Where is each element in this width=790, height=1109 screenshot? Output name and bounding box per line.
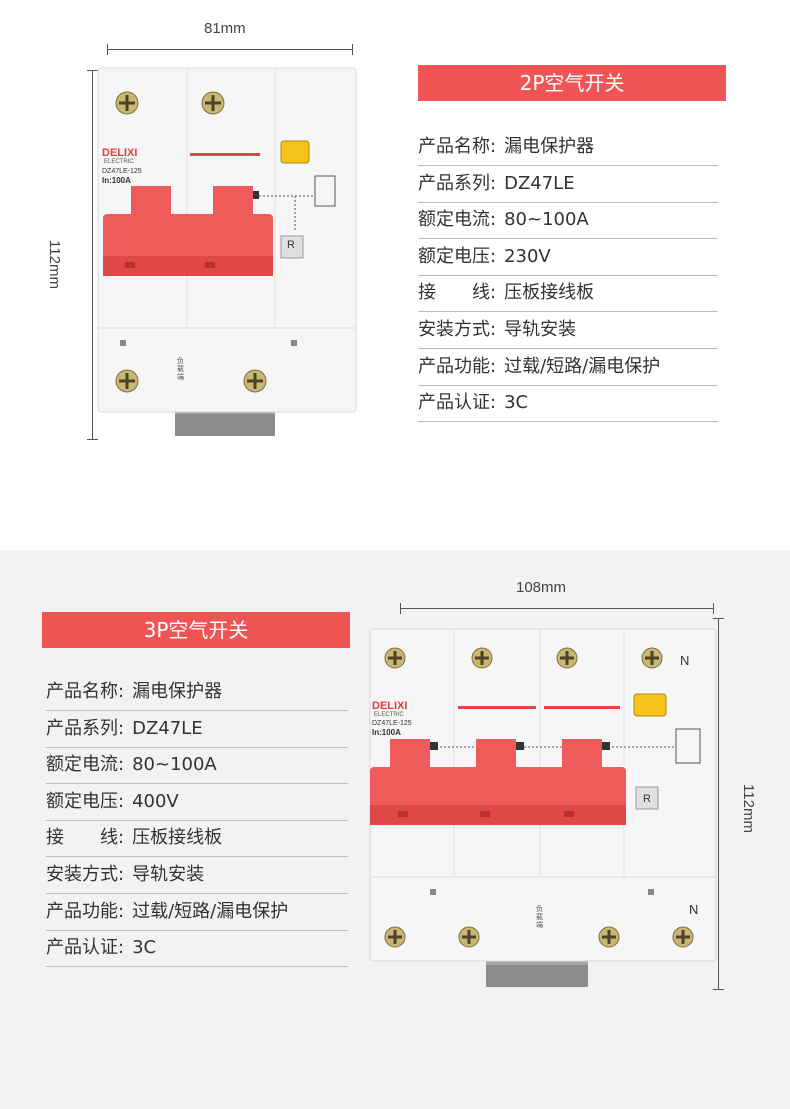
spec-row: 产品名称: 漏电保护器: [46, 674, 348, 711]
spec-label: 产品系列:: [46, 717, 125, 739]
spec-row: 额定电压: 400V: [46, 784, 348, 821]
spec-label: 额定电压:: [418, 245, 497, 267]
spec-row: 产品认证: 3C: [418, 385, 718, 423]
spec-label: 产品名称:: [46, 681, 125, 702]
terminal-screw-icon: [115, 369, 139, 393]
toggle-handle-icon: [103, 186, 273, 276]
spec-label: 产品功能:: [418, 355, 497, 377]
spec-row: 接 线: 压板接线板: [418, 275, 718, 313]
spec-label: 额定电压:: [46, 790, 125, 812]
spec-value: 3C: [132, 937, 157, 959]
spec-value: 漏电保护器: [504, 136, 595, 157]
product-2p-section: 81mm 112mm: [0, 0, 790, 550]
spec-row: 安装方式: 导轨安装: [46, 857, 348, 894]
terminal-screw-icon: [471, 647, 493, 669]
spec-value: 过载/短路/漏电保护: [504, 355, 661, 377]
reset-letter-3p: R: [643, 793, 651, 805]
spec-row: 产品功能: 过载/短路/漏电保护: [46, 894, 348, 931]
spec-value: 导轨安装: [132, 864, 205, 885]
neutral-bottom-label: N: [689, 902, 699, 917]
terminal-screw-icon: [201, 91, 225, 115]
width-dimension-line: [400, 603, 714, 614]
spec-value: 压板接线板: [132, 827, 223, 849]
spec-value: 400V: [132, 790, 179, 812]
spec-value: 80~100A: [132, 754, 217, 776]
toggle-handle-icon: [370, 739, 626, 825]
terminal-screw-icon: [641, 647, 663, 669]
device-model-3p: DZ47LE-125: [372, 720, 412, 727]
terminal-screw-icon: [115, 91, 139, 115]
device-rating-3p: In:100A: [372, 728, 401, 737]
reset-button-icon: [635, 786, 659, 810]
reset-letter-2p: R: [287, 239, 295, 251]
device-brand-sub-3p: ELECTRIC: [374, 712, 404, 718]
spec-value: 导轨安装: [504, 319, 577, 340]
width-dimension-label: 81mm: [204, 20, 246, 37]
spec-label: 接 线:: [418, 282, 497, 304]
reset-button-icon: [280, 235, 304, 259]
spec-label: 产品功能:: [46, 900, 125, 922]
spec-label: 安装方式:: [418, 319, 497, 340]
breaker-2p-image: [97, 67, 357, 436]
spec-value: 压板接线板: [504, 282, 595, 304]
neutral-top-label: N: [680, 653, 690, 668]
spec-row: 产品名称: 漏电保护器: [418, 129, 718, 166]
height-dimension-line: [87, 70, 98, 440]
device-brand-2p: DELIXI: [102, 147, 138, 159]
spec-value: DZ47LE: [132, 717, 203, 739]
height-dimension-label: 112mm: [739, 784, 757, 833]
terminal-screw-icon: [243, 369, 267, 393]
width-dimension-line: [107, 44, 353, 55]
terminal-screw-icon: [384, 647, 406, 669]
spec-label: 安装方式:: [46, 864, 125, 885]
test-button-icon: [633, 693, 667, 717]
device-rating-2p: In:100A: [102, 176, 131, 185]
terminal-screw-icon: [384, 926, 406, 948]
device-brand-sub-2p: ELECTRIC: [104, 159, 134, 165]
terminal-screw-icon: [672, 926, 694, 948]
spec-value: 3C: [504, 392, 529, 414]
product-title-bar: 2P空气开关: [418, 65, 726, 101]
terminal-screw-icon: [556, 647, 578, 669]
spec-label: 产品认证:: [46, 937, 125, 959]
breaker-3p-image: [369, 628, 717, 987]
spec-label: 接 线:: [46, 827, 125, 849]
spec-label: 额定电流:: [418, 209, 497, 231]
product-title-bar: 3P空气开关: [42, 612, 350, 648]
spec-value: 漏电保护器: [132, 681, 223, 702]
terminal-screw-icon: [598, 926, 620, 948]
spec-row: 安装方式: 导轨安装: [418, 312, 718, 349]
spec-row: 产品系列: DZ47LE: [46, 711, 348, 748]
spec-label: 额定电流:: [46, 754, 125, 776]
load-label-2p: 负载端: [177, 357, 184, 381]
height-dimension-label: 112mm: [45, 240, 63, 289]
spec-value: 80~100A: [504, 209, 589, 231]
spec-value: DZ47LE: [504, 172, 575, 194]
spec-row: 接 线: 压板接线板: [46, 820, 348, 858]
spec-label: 产品系列:: [418, 172, 497, 194]
spec-row: 额定电压: 230V: [418, 239, 718, 276]
spec-row: 额定电流: 80~100A: [46, 747, 348, 785]
terminal-screw-icon: [458, 926, 480, 948]
product-3p-section: 3P空气开关 产品名称: 漏电保护器产品系列: DZ47LE 额定电流: 80~100A…: [0, 550, 790, 1109]
test-button-icon: [280, 140, 310, 164]
device-brand-3p: DELIXI: [372, 700, 408, 712]
width-dimension-label: 108mm: [516, 579, 567, 596]
spec-value: 过载/短路/漏电保护: [132, 900, 289, 922]
height-dimension-line: [713, 618, 724, 990]
spec-value: 230V: [504, 245, 551, 267]
spec-row: 产品功能: 过载/短路/漏电保护: [418, 349, 718, 386]
spec-row: 产品认证: 3C: [46, 930, 348, 968]
spec-label: 产品认证:: [418, 392, 497, 414]
device-model-2p: DZ47LE-125: [102, 168, 142, 175]
spec-label: 产品名称:: [418, 136, 497, 157]
spec-row: 额定电流: 80~100A: [418, 202, 718, 240]
load-label-3p: 负载端: [536, 905, 543, 929]
spec-row: 产品系列: DZ47LE: [418, 166, 718, 203]
